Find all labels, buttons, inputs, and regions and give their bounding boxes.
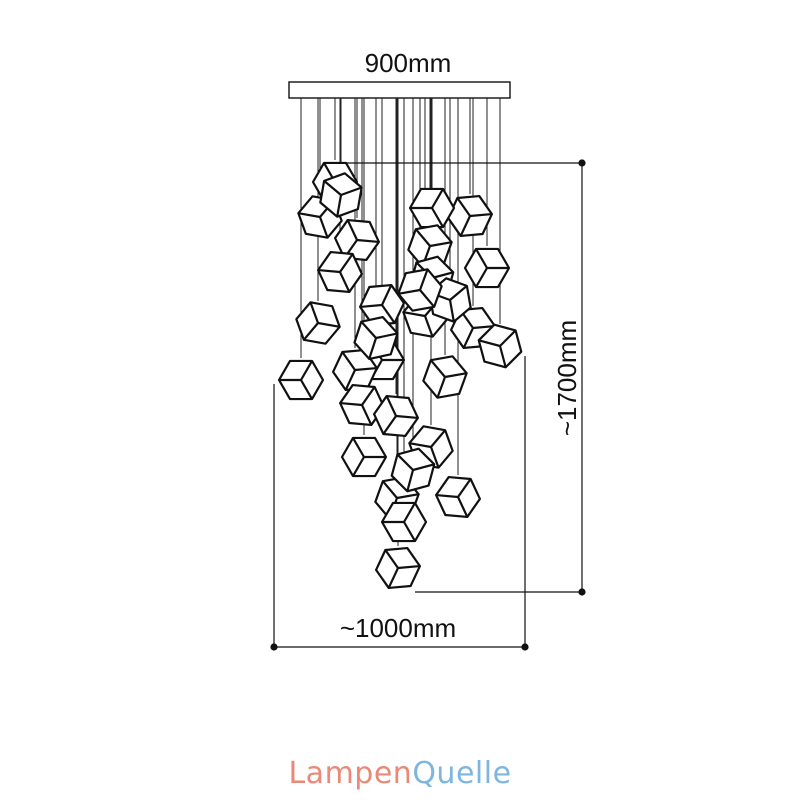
cube-shade bbox=[353, 315, 399, 361]
cube-shade bbox=[434, 475, 482, 519]
cube-shade bbox=[390, 447, 436, 493]
cube-shade bbox=[477, 323, 523, 369]
canopy-plate bbox=[288, 81, 511, 99]
cube-shade bbox=[295, 301, 341, 345]
width-dot-right bbox=[521, 643, 529, 651]
canopy-width-label: 900mm bbox=[364, 48, 452, 78]
cube-shade bbox=[446, 194, 494, 238]
cube-edges bbox=[456, 197, 493, 237]
cube-edges bbox=[475, 248, 509, 288]
cube-shade bbox=[372, 394, 420, 438]
cube-edges bbox=[317, 253, 354, 293]
cube-edges bbox=[323, 180, 363, 217]
cube-edges bbox=[459, 309, 496, 349]
cube-edges bbox=[409, 429, 446, 469]
cube-shade bbox=[277, 359, 325, 401]
cube-shade bbox=[316, 250, 364, 294]
dimension-lines bbox=[270, 159, 586, 651]
cube-shade bbox=[338, 383, 386, 427]
cube-edges bbox=[382, 502, 416, 542]
cube-edges bbox=[430, 359, 467, 399]
cube-edges bbox=[435, 478, 472, 518]
canopy bbox=[288, 81, 511, 99]
cube-edges bbox=[352, 437, 386, 477]
cube-edges bbox=[341, 351, 378, 391]
cube-edges bbox=[303, 301, 340, 341]
cube-edges bbox=[339, 386, 376, 426]
height-dot-top bbox=[578, 159, 586, 167]
brand-logo-part1: Lampen bbox=[288, 756, 413, 791]
cube-edges bbox=[359, 284, 396, 324]
cube-edges bbox=[279, 360, 313, 400]
cube-shades bbox=[277, 161, 523, 590]
cube-shade bbox=[340, 436, 388, 478]
cube-edges bbox=[360, 320, 398, 360]
total-height-label: ~1700mm bbox=[552, 319, 582, 437]
cube-shade bbox=[397, 268, 443, 312]
cube-shade bbox=[422, 355, 468, 399]
cube-shade bbox=[408, 187, 456, 229]
cube-shade bbox=[331, 348, 379, 392]
total-width-label: ~1000mm bbox=[339, 613, 457, 643]
cube-edges bbox=[478, 329, 517, 368]
cube-edges bbox=[410, 188, 444, 228]
cube-shade bbox=[319, 172, 363, 218]
cube-edges bbox=[396, 453, 435, 492]
brand-logo-part2: Quelle bbox=[412, 756, 512, 791]
cube-edges bbox=[398, 268, 435, 308]
width-dot-left bbox=[270, 643, 278, 651]
cube-shade bbox=[380, 501, 428, 543]
cube-shade bbox=[358, 283, 406, 327]
brand-logo: LampenQuelle bbox=[200, 756, 600, 791]
cube-shade bbox=[463, 247, 511, 289]
cube-edges bbox=[382, 395, 419, 435]
height-dot-bottom bbox=[578, 588, 586, 596]
cube-shade bbox=[374, 546, 422, 590]
cube-edges bbox=[384, 549, 421, 589]
